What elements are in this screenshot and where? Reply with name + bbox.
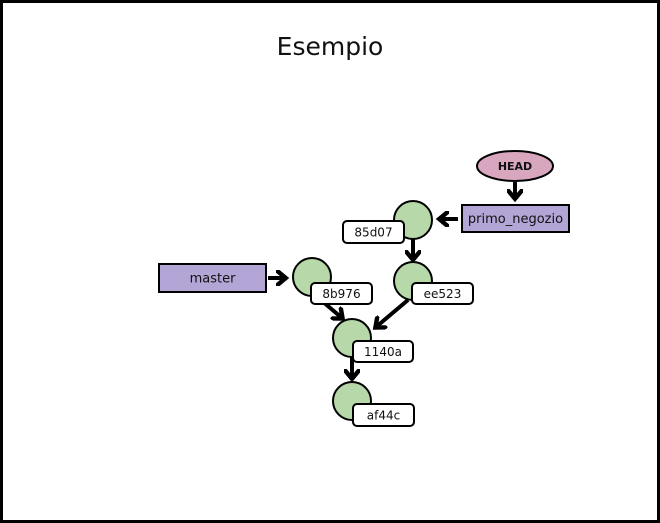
branch-box (158, 263, 267, 293)
head-ellipse (476, 150, 554, 182)
head-label: HEAD (498, 160, 532, 173)
commit-node-8b976[interactable]: 8b976 (292, 257, 373, 305)
edges (268, 182, 515, 378)
commit-label-box (352, 403, 415, 427)
branch-box (461, 204, 570, 233)
commit-node-85d07[interactable]: 85d07 (342, 200, 433, 244)
commit-label-box (411, 282, 474, 305)
commit-id: ee523 (424, 287, 462, 301)
head-pointer[interactable]: HEAD (476, 150, 554, 182)
commit-label-box (342, 220, 405, 244)
commit-id: 8b976 (322, 287, 360, 301)
branch-master[interactable]: master (158, 263, 267, 293)
commit-node-ee523[interactable]: ee523 (393, 261, 474, 305)
branch-name: master (190, 272, 236, 287)
branch-primo-negozio[interactable]: primo_negozio (461, 204, 570, 233)
commit-node-1140a[interactable]: 1140a (332, 318, 414, 363)
commit-node-af44c[interactable]: af44c (332, 381, 415, 427)
commit-label-box (310, 282, 373, 305)
branch-name: primo_negozio (468, 212, 563, 227)
commit-label-box (352, 340, 414, 363)
edge-ee523-1140a (376, 298, 410, 327)
commit-id: 85d07 (354, 226, 392, 240)
commit-id: af44c (367, 409, 400, 423)
diagram-title: Esempio (276, 32, 384, 61)
commit-id: 1140a (364, 345, 402, 359)
